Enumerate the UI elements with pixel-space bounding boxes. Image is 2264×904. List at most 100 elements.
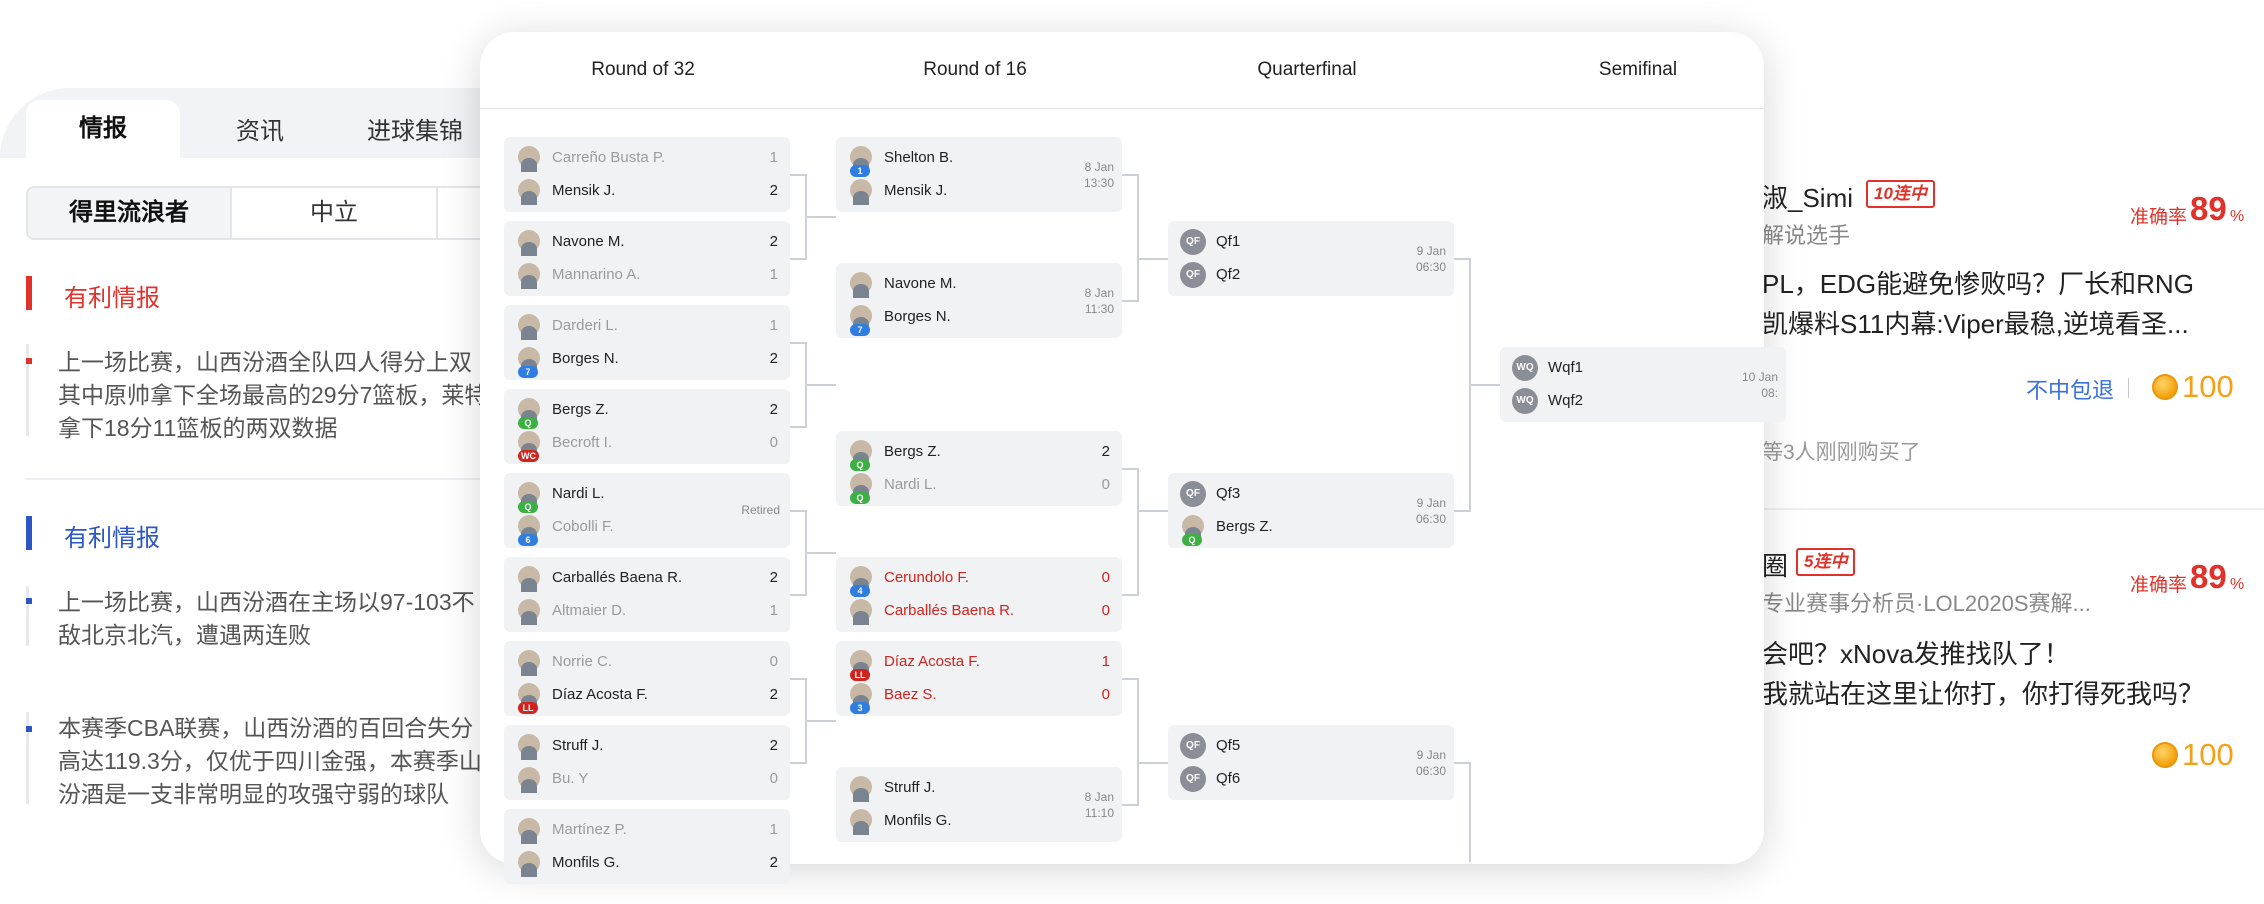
seed-tag: 1 <box>850 165 870 177</box>
player-name: Altmaier D. <box>552 602 627 619</box>
match-time: 8 Jan 13:30 <box>1083 160 1114 190</box>
round-header[interactable]: Semifinal <box>1598 59 1678 80</box>
player-score: 2 <box>769 182 778 199</box>
player-row[interactable]: Carreño Busta P.1 <box>504 141 790 174</box>
seed-tag: 7 <box>518 366 538 378</box>
price[interactable]: 100 <box>2182 737 2234 772</box>
pick-headline-line[interactable]: 凯爆料S11内幕:Viper最稳,逆境看圣... <box>1762 309 2189 339</box>
player-row[interactable]: Mannarino A.1 <box>504 258 790 291</box>
player-row[interactable]: Navone M. <box>836 267 1122 300</box>
match-note: Retired <box>741 503 780 517</box>
player-row[interactable]: Struff J.2 <box>504 729 790 762</box>
separator <box>2128 378 2129 398</box>
segment-home-team[interactable]: 得里流浪者 <box>26 186 232 240</box>
expert-name[interactable]: 圈 <box>1762 551 1789 581</box>
player-row[interactable]: Carballés Baena R.2 <box>504 561 790 594</box>
round-header[interactable]: Round of 16 <box>923 59 1027 80</box>
player-row[interactable]: Monfils G. <box>836 804 1122 837</box>
player-avatar <box>518 230 540 256</box>
player-row[interactable]: Mensik J.2 <box>504 174 790 207</box>
player-score: 1 <box>1101 653 1110 670</box>
player-row[interactable]: Martínez P.1 <box>504 813 790 846</box>
round-header[interactable]: Quarterfinal <box>1257 59 1357 80</box>
player-row[interactable]: Darderi L.1 <box>504 309 790 342</box>
bracket-connector <box>1454 510 1470 512</box>
player-row[interactable]: Monfils G. 2 <box>504 846 790 879</box>
player-row[interactable]: Carballés Baena R.0 <box>836 594 1122 627</box>
pick-headline-line[interactable]: PL，EDG能避免惨败吗？厂长和RNG <box>1762 269 2194 299</box>
expert-name[interactable]: 淑_Simi <box>1762 183 1854 213</box>
accuracy-value: 89 <box>2190 190 2227 227</box>
segment-neutral[interactable]: 中立 <box>230 186 438 240</box>
player-row[interactable]: Norrie C.0 <box>504 645 790 678</box>
tab-intel[interactable]: 情报 <box>26 100 180 158</box>
bracket-connector <box>1122 300 1138 302</box>
bracket-connector <box>1122 678 1138 680</box>
player-name: Monfils G. <box>552 854 620 871</box>
section-title: 有利情报 <box>64 285 160 312</box>
player-score: 2 <box>769 854 778 871</box>
accuracy-label: 准确率 <box>2130 575 2188 596</box>
bracket-connector <box>790 510 806 512</box>
player-avatar <box>518 650 540 676</box>
player-row[interactable]: Mensik J. <box>836 174 1122 207</box>
coin-icon <box>2152 374 2178 400</box>
player-name: Wqf2 <box>1548 392 1584 409</box>
pick-headline-line[interactable]: 我就站在这里让你打，你打得死我吗？ <box>1762 679 2205 709</box>
player-row[interactable]: Struff J. <box>836 771 1122 804</box>
tab-news[interactable]: 资讯 <box>236 118 284 145</box>
player-row[interactable]: Navone M.2 <box>504 225 790 258</box>
price[interactable]: 100 <box>2182 369 2234 404</box>
player-name: Monfils G. <box>884 812 952 829</box>
round-header[interactable]: Round of 32 <box>591 59 695 80</box>
intel-panel: 情报 资讯 进球集锦 得里流浪者 中立 有利情报 上一场比赛，山西汾酒全队四人得… <box>0 0 536 904</box>
bracket-connector <box>1470 384 1500 386</box>
pick-headline-line[interactable]: 会吧？xNova发推找队了！ <box>1762 639 2070 669</box>
match-card[interactable]: Struff J.Monfils G.8 Jan 11:10 <box>836 767 1122 842</box>
tab-highlights[interactable]: 进球集锦 <box>367 118 463 145</box>
bracket-connector <box>790 594 806 596</box>
player-row[interactable]: Altmaier D.1 <box>504 594 790 627</box>
